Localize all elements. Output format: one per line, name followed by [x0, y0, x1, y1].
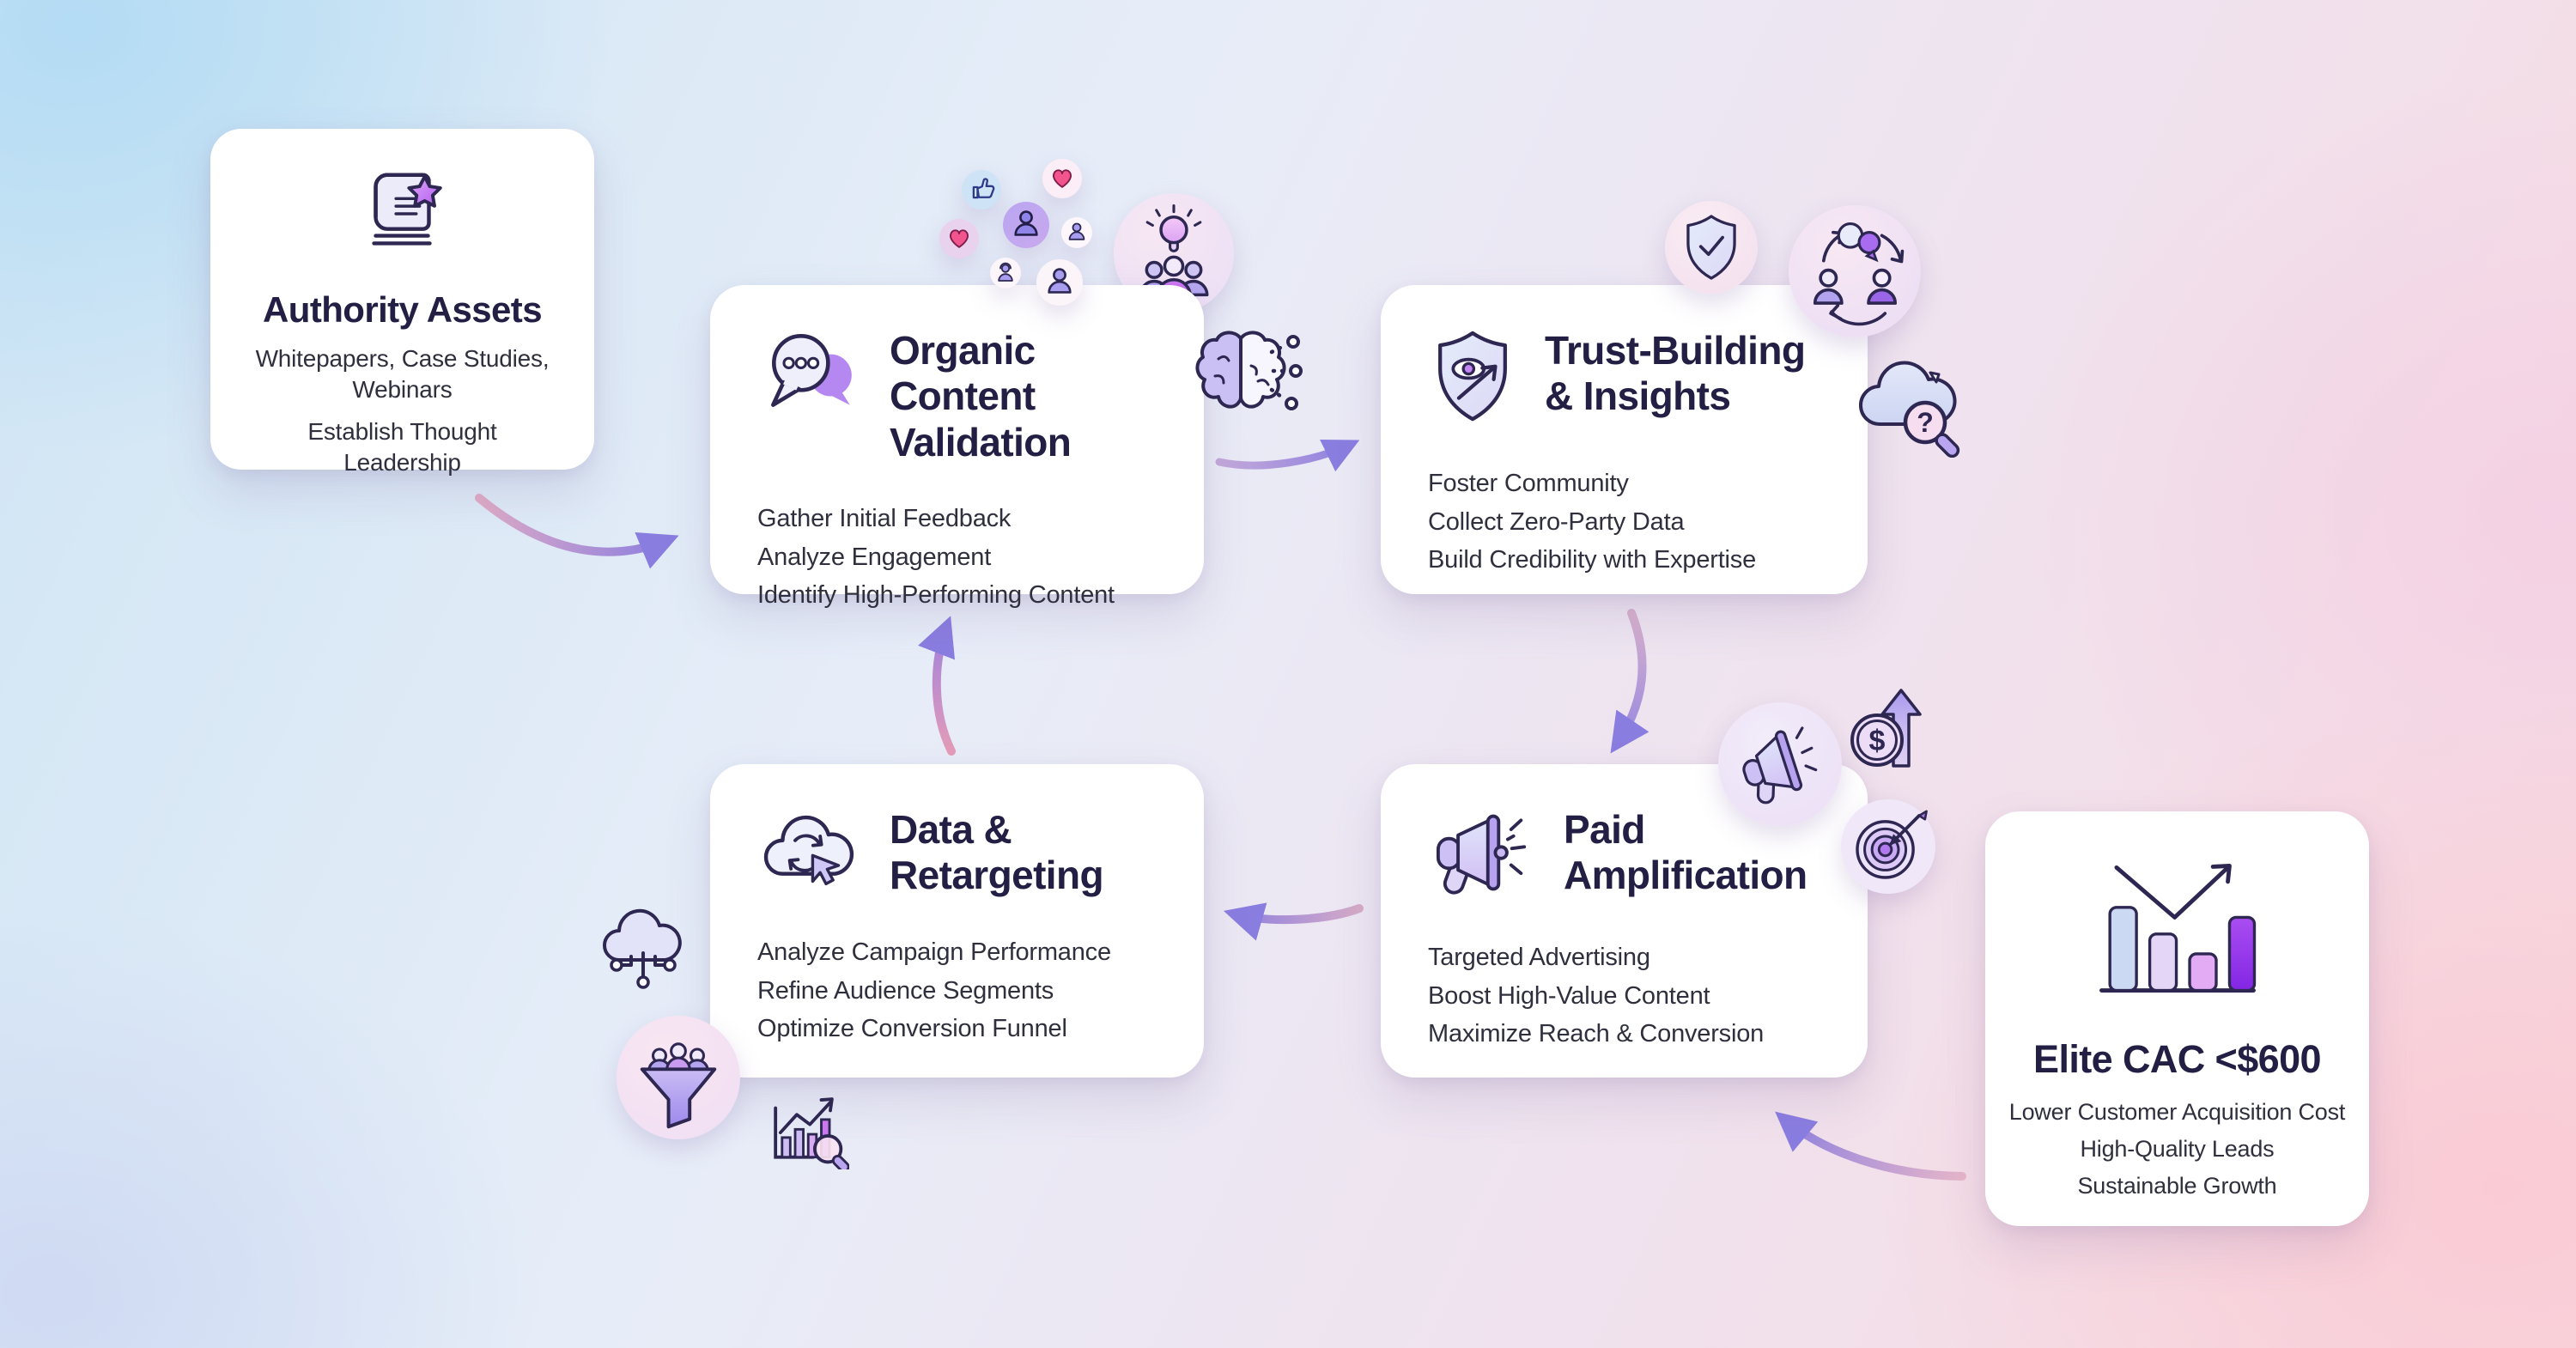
bar-chart-growth-icon	[2088, 849, 2267, 1011]
megaphone-icon	[1428, 807, 1536, 904]
svg-text:$: $	[1869, 725, 1886, 757]
card-title: Data &Retargeting	[890, 807, 1104, 898]
card-line: Analyze Campaign Performance	[757, 938, 1111, 966]
card-trust-building-insights: Trust-Building& Insights Foster Communit…	[1381, 285, 1868, 594]
arrow-trust-to-paid	[1610, 609, 1649, 754]
arrow-cac-to-paid	[1775, 1111, 1966, 1181]
thumbs-up-icon	[962, 170, 1001, 209]
arrow-authority-to-organic	[475, 494, 679, 569]
card-line: Gather Initial Feedback	[757, 505, 1012, 533]
card-line: Whitepapers, Case Studies, Webinars	[255, 344, 550, 404]
funnel-users-icon	[617, 1016, 740, 1139]
target-dart-icon	[1841, 799, 1935, 894]
heart-icon	[1042, 159, 1082, 198]
card-line: Refine Audience Segments	[757, 976, 1054, 1005]
card-line: Identify High-Performing Content	[757, 581, 1115, 610]
card-line: Targeted Advertising	[1428, 944, 1650, 971]
arrow-organic-to-trust	[1215, 439, 1360, 472]
card-line: Optimize Conversion Funnel	[757, 1015, 1067, 1043]
megaphone-icon	[1718, 702, 1842, 826]
card-line: Establish Thought Leadership	[307, 417, 497, 476]
card-data-retargeting: Data &Retargeting Analyze Campaign Perfo…	[710, 764, 1204, 1078]
dollar-growth-icon: $	[1846, 685, 1932, 784]
card-line: Lower Customer Acquisition Cost	[2008, 1099, 2346, 1126]
user-icon	[1036, 259, 1083, 306]
book-star-icon	[352, 163, 453, 269]
card-authority-assets: Authority Assets Whitepapers, Case Studi…	[210, 129, 594, 476]
chat-bubbles-icon	[757, 328, 862, 420]
heart-icon	[939, 219, 979, 258]
card-line: Boost High-Value Content	[1428, 981, 1710, 1010]
card-line: Maximize Reach & Conversion	[1428, 1020, 1765, 1048]
user-icon	[1061, 217, 1092, 248]
shield-check-icon	[1665, 201, 1758, 294]
card-line: High-Quality Leads	[2080, 1135, 2275, 1162]
cloud-search-question-icon: ?	[1855, 350, 1971, 462]
svg-text:?: ?	[1917, 407, 1934, 438]
user-icon	[1003, 202, 1049, 248]
card-line: Analyze Engagement	[757, 543, 992, 571]
brain-network-icon	[1189, 326, 1305, 429]
user-headset-icon	[990, 258, 1021, 288]
shield-eye-arrow-icon	[1428, 328, 1517, 430]
card-elite-cac: Elite CAC <$600 Lower Customer Acquisiti…	[1985, 811, 2369, 1226]
card-title: Authority Assets	[263, 289, 543, 330]
arrow-data-to-organic	[918, 616, 956, 756]
card-title: Trust-Building& Insights	[1545, 328, 1806, 419]
card-title: Elite CAC <$600	[2033, 1037, 2322, 1081]
cloud-network-icon	[597, 908, 690, 999]
card-line: Foster Community	[1428, 470, 1629, 497]
chart-magnifier-icon	[759, 1084, 850, 1174]
arrow-paid-to-data	[1223, 902, 1364, 941]
card-line: Sustainable Growth	[2077, 1172, 2277, 1199]
card-line: Collect Zero-Party Data	[1428, 507, 1685, 536]
card-line: Build Credibility with Expertise	[1428, 546, 1757, 574]
community-chat-cycle-icon	[1789, 205, 1921, 337]
cloud-retargeting-icon	[757, 807, 862, 899]
